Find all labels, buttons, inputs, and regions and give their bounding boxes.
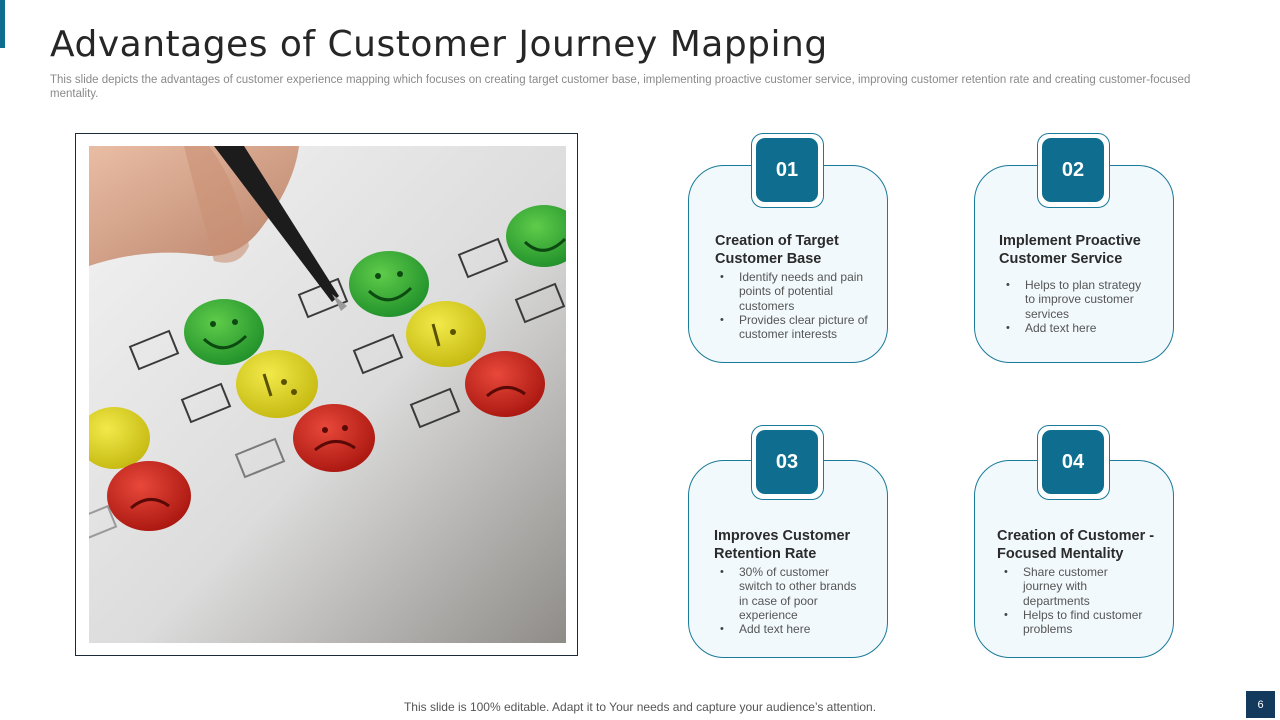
card-bullet: Helps to find customer problems [999, 608, 1149, 637]
number-badge-2: 02 [1037, 133, 1110, 208]
footer-note: This slide is 100% editable. Adapt it to… [403, 700, 877, 714]
card-bullet: Helps to plan strategy to improve custom… [1001, 278, 1151, 321]
card-bullet-list: 30% of customer switch to other brands i… [715, 565, 865, 637]
badge-number: 01 [756, 138, 818, 202]
card-bullet: Add text here [1001, 321, 1151, 336]
badge-number: 02 [1042, 138, 1104, 202]
feedback-smiley-checklist-photo [89, 146, 566, 643]
card-bullet-list: Helps to plan strategy to improve custom… [1001, 278, 1151, 335]
slide-subtitle: This slide depicts the advantages of cus… [50, 74, 1191, 100]
card-bullet: Identify needs and pain points of potent… [715, 270, 875, 313]
slide-title: Advantages of Customer Journey Mapping [50, 24, 828, 65]
card-bullet: Add text here [715, 622, 865, 637]
badge-number: 04 [1042, 430, 1104, 494]
badge-number: 03 [756, 430, 818, 494]
number-badge-1: 01 [751, 133, 824, 208]
accent-bar [0, 0, 5, 48]
card-bullet-list: Share customer journey with departments … [999, 565, 1149, 636]
card-bullet: Provides clear picture of customer inter… [715, 313, 875, 342]
photo-frame [75, 133, 578, 656]
card-title: Creation of Customer - Focused Mentality [997, 528, 1155, 562]
number-badge-3: 03 [751, 425, 824, 500]
number-badge-4: 04 [1037, 425, 1110, 500]
page-number-badge: 6 [1246, 691, 1275, 718]
card-bullet: 30% of customer switch to other brands i… [715, 565, 865, 622]
card-title: Improves Customer Retention Rate [714, 528, 851, 562]
card-title: Implement Proactive Customer Service [999, 233, 1141, 267]
card-title: Creation of Target Customer Base [715, 233, 839, 267]
card-bullet: Share customer journey with departments [999, 565, 1149, 608]
card-bullet-list: Identify needs and pain points of potent… [715, 270, 875, 341]
